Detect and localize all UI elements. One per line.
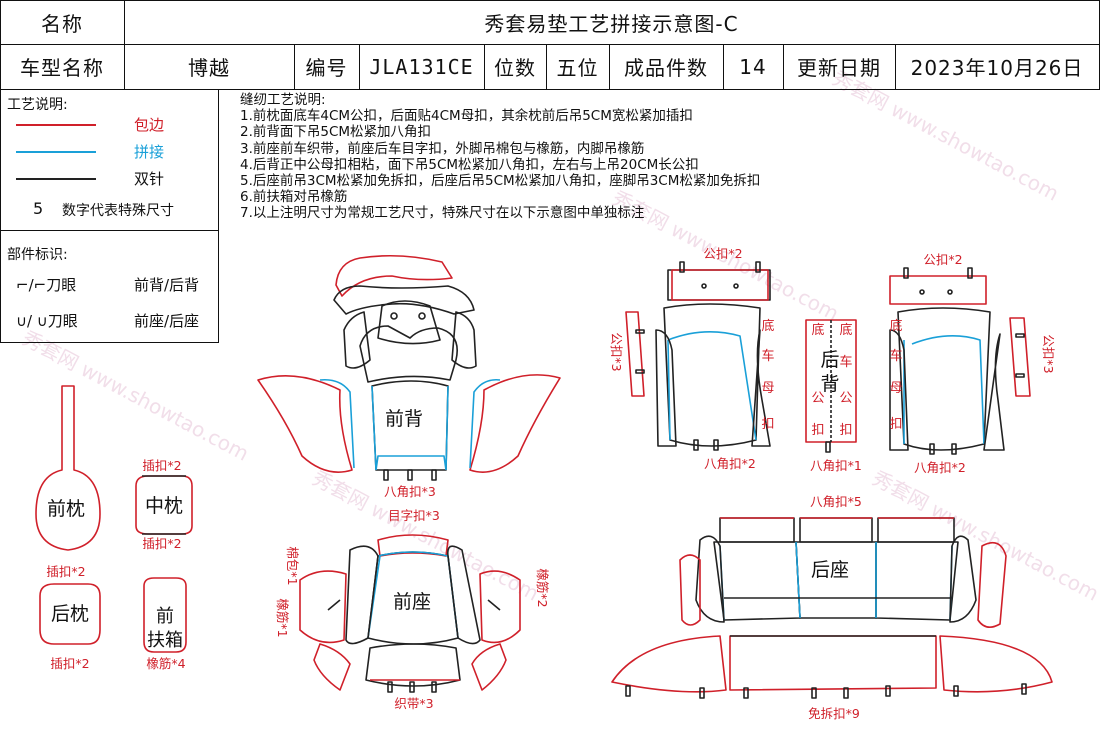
- code-label: 编号: [305, 56, 348, 80]
- ann-octagon-clip: 八角扣*3: [384, 484, 436, 499]
- ann-elastic: 橡筋*4: [146, 656, 185, 671]
- ann-muzi-clip: 目字扣*3: [388, 508, 440, 523]
- legend-label-double-needle: 双针: [134, 170, 165, 188]
- ann-insert-clip: 插扣*2: [142, 458, 181, 473]
- note-line: 3.前座前车织带，前座后车目字扣，外脚吊棉包与橡筋，内脚吊橡筋: [240, 140, 645, 157]
- ann-male-clip: 公扣*3: [1041, 334, 1056, 373]
- parts-row2-desc: 前座/后座: [134, 312, 200, 330]
- model-label: 车型名称: [20, 56, 104, 80]
- note-line: 2.前背面下吊5CM松紧加八角扣: [240, 124, 432, 141]
- legend-line-blue: [16, 151, 96, 153]
- legend-line-red: [16, 124, 96, 126]
- parts-row2-symbol: ∪/ ∪刀眼: [16, 312, 78, 330]
- ann-insert-clip: 插扣*2: [50, 656, 89, 671]
- label-kou: 扣: [889, 417, 902, 432]
- ann-octagon-clip: 八角扣*1: [810, 458, 862, 473]
- parts-row1-desc: 前背/后背: [134, 276, 200, 294]
- notes-title: 缝纫工艺说明:: [240, 92, 326, 108]
- legend-title: 工艺说明:: [7, 97, 68, 113]
- label-mu: 母: [889, 381, 902, 396]
- note-line: 7.以上注明尺寸为常规工艺尺寸，特殊尺寸在以下示意图中单独标注: [240, 205, 645, 222]
- parts-row1-symbol: ⌐/⌐刀眼: [16, 276, 77, 294]
- label-bottom: 底: [839, 322, 852, 338]
- ann-male-clip: 公扣*2: [703, 246, 742, 261]
- date-value: 2023年10月26日: [910, 56, 1084, 80]
- label-front-seat: 前座: [393, 591, 431, 613]
- label-bottom: 底: [889, 318, 902, 334]
- label-gong: 公: [839, 391, 852, 406]
- sewing-notes: 缝纫工艺说明: 1.前枕面底车4CM公扣，后面贴4CM母扣，其余枕前后吊5CM宽…: [240, 92, 760, 222]
- ann-no-remove-clip: 免拆扣*9: [808, 706, 860, 721]
- ann-octagon-clip: 八角扣*2: [704, 456, 756, 471]
- label-armrest-line: 扶箱: [147, 630, 183, 651]
- note-line: 5.后座前吊3CM松紧加免拆扣，后座后吊5CM松紧加八角扣，座脚吊3CM松紧加免…: [240, 173, 761, 190]
- label-kou: 扣: [811, 423, 824, 438]
- label-armrest-line: 前: [156, 606, 174, 627]
- label-kou: 扣: [839, 423, 852, 438]
- legend-label-splice: 拼接: [134, 143, 165, 161]
- pieces-value: 14: [739, 54, 767, 79]
- label-bottom: 底: [811, 322, 824, 338]
- label-che: 车: [889, 348, 902, 364]
- label-mid-pillow: 中枕: [145, 495, 183, 517]
- special-label: 数字代表特殊尺寸: [62, 203, 174, 219]
- ann-insert-clip: 插扣*2: [142, 536, 181, 551]
- note-line: 1.前枕面底车4CM公扣，后面贴4CM母扣，其余枕前后吊5CM宽松紧加插扣: [240, 108, 693, 125]
- label-rear-seat: 后座: [811, 559, 849, 581]
- label-front-pillow: 前枕: [47, 498, 85, 520]
- label-rear-back-vertical: 后背: [820, 349, 839, 395]
- label-rear-back-char: 后: [820, 349, 839, 371]
- note-line: 6.前扶箱对吊橡筋: [240, 189, 348, 206]
- special-number: 5: [33, 199, 44, 218]
- legend-line-black: [16, 178, 96, 180]
- ann-octagon-clip: 八角扣*5: [810, 494, 862, 509]
- note-line: 4.后背正中公母扣相粘，面下吊5CM松紧加八角扣，左右与上吊20CM长公扣: [240, 156, 699, 173]
- pieces-label: 成品件数: [624, 56, 708, 80]
- rear-seat-pieces: [611, 517, 1053, 699]
- front-seat-pieces: [299, 534, 521, 693]
- page-title: 秀套易垫工艺拼接示意图-C: [484, 11, 739, 36]
- label-che: 车: [761, 348, 774, 364]
- front-back-pieces: [257, 254, 561, 481]
- ann-male-clip: 公扣*2: [923, 252, 962, 267]
- label-mu: 母: [761, 381, 774, 396]
- label-armrest-text: 前扶箱: [147, 606, 183, 651]
- ann-webbing: 织带*3: [394, 696, 433, 711]
- name-label: 名称: [41, 11, 83, 36]
- ann-male-clip: 公扣*3: [609, 332, 624, 371]
- legend-label-binding: 包边: [134, 116, 165, 134]
- label-rear-back-char: 背: [820, 373, 839, 395]
- seats-value: 五位: [556, 56, 599, 80]
- date-label: 更新日期: [797, 56, 881, 80]
- ann-octagon-clip: 八角扣*2: [914, 460, 966, 475]
- label-kou: 扣: [761, 417, 774, 432]
- ann-elastic: 橡筋*1: [275, 598, 290, 637]
- pillow-pieces: [35, 385, 193, 653]
- model-value: 博越: [188, 56, 230, 80]
- label-rear-pillow: 后枕: [51, 603, 89, 625]
- label-bottom: 底: [761, 318, 774, 334]
- code-value: JLA131CE: [369, 54, 474, 79]
- ann-cotton-pad: 棉包*1: [285, 546, 300, 585]
- label-che: 车: [839, 354, 852, 370]
- ann-elastic: 橡筋*2: [535, 568, 550, 607]
- label-rear-back: 后背: [820, 349, 839, 395]
- label-gong: 公: [811, 391, 824, 406]
- rear-back-pieces: [625, 261, 1031, 455]
- label-front-back: 前背: [385, 408, 423, 430]
- parts-title: 部件标识:: [7, 247, 68, 263]
- seats-label: 位数: [494, 56, 536, 80]
- label-armrest: 前扶箱: [147, 606, 183, 651]
- ann-insert-clip: 插扣*2: [46, 564, 85, 579]
